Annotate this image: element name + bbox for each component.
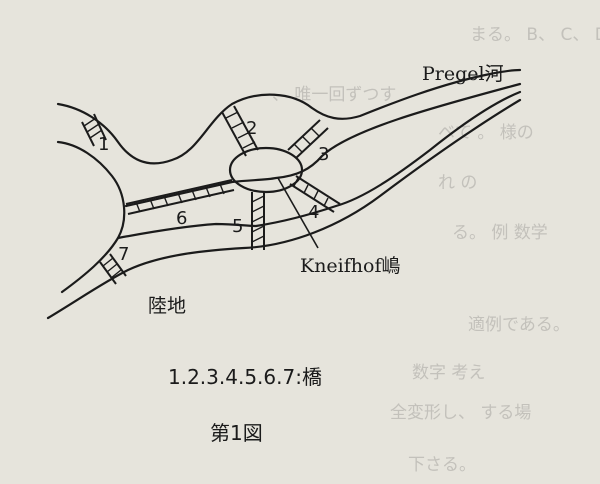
bridge-4 [289,175,341,213]
river-banks [46,68,522,320]
bridges [81,105,341,285]
kneifhof-island [228,146,304,194]
bridge-1 [81,113,107,147]
river-label: Pregel河 [422,63,504,85]
bleed-through-line: まる。 B、 C、 Dのいずれか一 [470,25,600,45]
bleed-through-line: 下さる。 [408,455,476,475]
bridge-6 [125,179,235,215]
river-bank-north [56,68,522,165]
bridge-7 [99,253,127,285]
land-label: 陸地 [148,295,186,317]
bridge-number-6: 6 [176,208,187,229]
island-leader-line [277,177,319,249]
bridge-2 [221,105,259,157]
river-bank-south [46,98,522,320]
bridge-5 [251,192,265,250]
bridge-number-7: 7 [118,244,129,265]
river-bank-north-inner [56,140,126,294]
bridge-numbers: 1 2 3 4 5 6 7 [98,118,329,265]
bridge-number-4: 4 [308,202,319,223]
bridge-3 [287,119,329,159]
river-bank-south-inner [116,90,522,240]
bleed-through-line: 、 唯一回ずつす [272,85,396,105]
bridge-number-2: 2 [246,118,257,139]
bleed-through-line: 全変形し、 する場 [390,403,531,423]
bridge-legend: 1.2.3.4.5.6.7:橋 [168,365,322,389]
bleed-through-line: 適例である。 [468,315,570,335]
river-bank-middle [124,82,522,208]
bleed-through-line: 数字 考え [412,363,485,383]
figure-title: 第1図 [210,421,263,445]
bridge-number-3: 3 [318,144,329,165]
bleed-through-line: れ の [438,173,477,193]
bleed-through-text: まる。 B、 C、 Dのいずれか一 、 唯一回ずつす ベて 。 様の れ の る… [272,25,600,475]
bleed-through-line: る。 例 数学 [452,223,548,243]
bridge-number-1: 1 [98,134,109,155]
bridge-number-5: 5 [232,216,243,237]
island-label: Kneifhof嶋 [300,255,401,277]
